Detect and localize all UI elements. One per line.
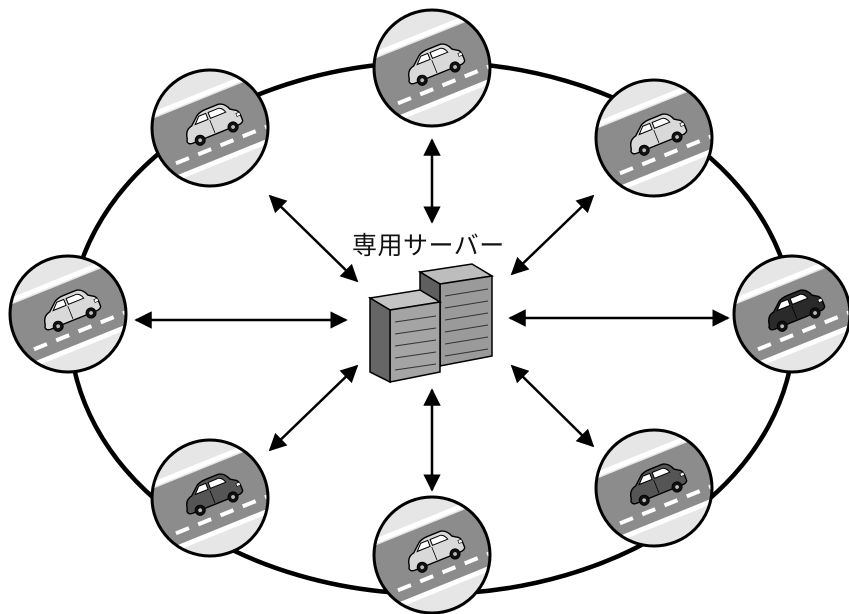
car-node-top-right	[594, 78, 714, 198]
server-label: 専用サーバー	[352, 231, 505, 260]
arrow-bottom-left	[268, 364, 359, 452]
arrow-top-right	[510, 194, 595, 276]
car-node-top-left	[150, 68, 270, 188]
car-node-right	[732, 254, 849, 374]
server-rack-icon	[367, 263, 495, 384]
connection-arrows	[134, 138, 730, 492]
car-node-bottom-left	[150, 438, 270, 558]
arrow-bottom-right	[510, 364, 595, 448]
car-node-bottom	[372, 495, 492, 614]
arrow-top-left	[268, 194, 359, 283]
car-node-left	[8, 254, 128, 374]
car-node-bottom-right	[594, 428, 714, 548]
